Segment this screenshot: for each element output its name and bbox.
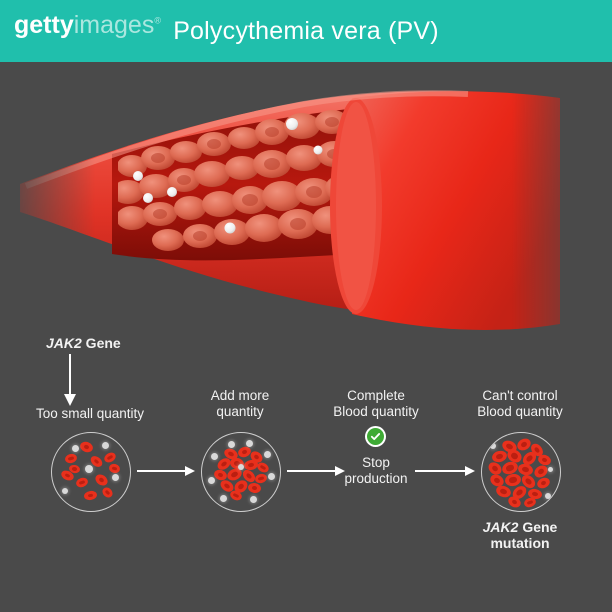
stop-production-line2: production bbox=[344, 471, 408, 486]
platelet-group bbox=[133, 118, 350, 234]
jak2-mutation-rest: Gene bbox=[518, 519, 558, 535]
jak2-mutation-line2: mutation bbox=[490, 535, 550, 551]
vessel-svg bbox=[20, 90, 560, 330]
step-3-caption: Complete Blood quantity bbox=[305, 388, 447, 420]
step-3-caption-line2: Blood quantity bbox=[333, 404, 419, 419]
step-4-caption-line1: Can't control bbox=[482, 388, 558, 403]
check-icon bbox=[367, 428, 384, 445]
watermark-getty: getty bbox=[14, 11, 74, 39]
flow-arrow-1 bbox=[137, 466, 195, 476]
flow-arrow-3 bbox=[415, 466, 475, 476]
watermark-images: images bbox=[73, 11, 155, 39]
down-arrow-icon bbox=[64, 354, 76, 406]
jak2-mutation-italic: JAK2 bbox=[482, 519, 519, 535]
getty-images-watermark: gettyimages® bbox=[14, 13, 161, 38]
registered-trademark-icon: ® bbox=[154, 15, 161, 26]
blood-vessel-illustration bbox=[0, 62, 612, 347]
check-badge bbox=[365, 426, 386, 447]
jak2-gene-label-rest: Gene bbox=[81, 335, 121, 351]
blood-sample-circle-1 bbox=[51, 432, 131, 512]
step-4-caption: Can't control Blood quantity bbox=[450, 388, 590, 420]
step-2-caption-line2: quantity bbox=[216, 404, 264, 419]
vessel-cap-highlight bbox=[336, 102, 376, 310]
jak2-gene-label-italic: JAK2 bbox=[46, 335, 82, 351]
page-title: Polycythemia vera (PV) bbox=[173, 16, 439, 45]
red-blood-cell-cluster bbox=[118, 110, 352, 251]
blood-sample-circle-2 bbox=[201, 432, 281, 512]
stop-production-line1: Stop bbox=[362, 455, 390, 470]
vessel-top-highlight bbox=[24, 90, 469, 189]
jak2-process-diagram: JAK2 Gene Too small quantity Add more qu… bbox=[0, 330, 612, 612]
step-2-caption: Add more quantity bbox=[180, 388, 300, 420]
vessel-body bbox=[20, 90, 560, 330]
blood-sample-circle-4 bbox=[481, 432, 561, 512]
jak2-mutation-label: JAK2 Gene mutation bbox=[442, 519, 598, 551]
jak2-mutation-line1: JAK2 Gene bbox=[442, 519, 598, 535]
flow-arrow-2 bbox=[287, 466, 345, 476]
step-2-caption-line1: Add more bbox=[210, 388, 270, 403]
header-bar: Polycythemia vera (PV) gettyimages® bbox=[0, 0, 612, 62]
jak2-gene-label: JAK2 Gene bbox=[46, 335, 121, 351]
stop-production-label: Stop production bbox=[316, 455, 436, 487]
step-1-caption: Too small quantity bbox=[35, 406, 145, 421]
step-4-caption-line2: Blood quantity bbox=[477, 404, 563, 419]
step-3-caption-line1: Complete bbox=[347, 388, 405, 403]
vessel-cut-end bbox=[352, 91, 560, 330]
